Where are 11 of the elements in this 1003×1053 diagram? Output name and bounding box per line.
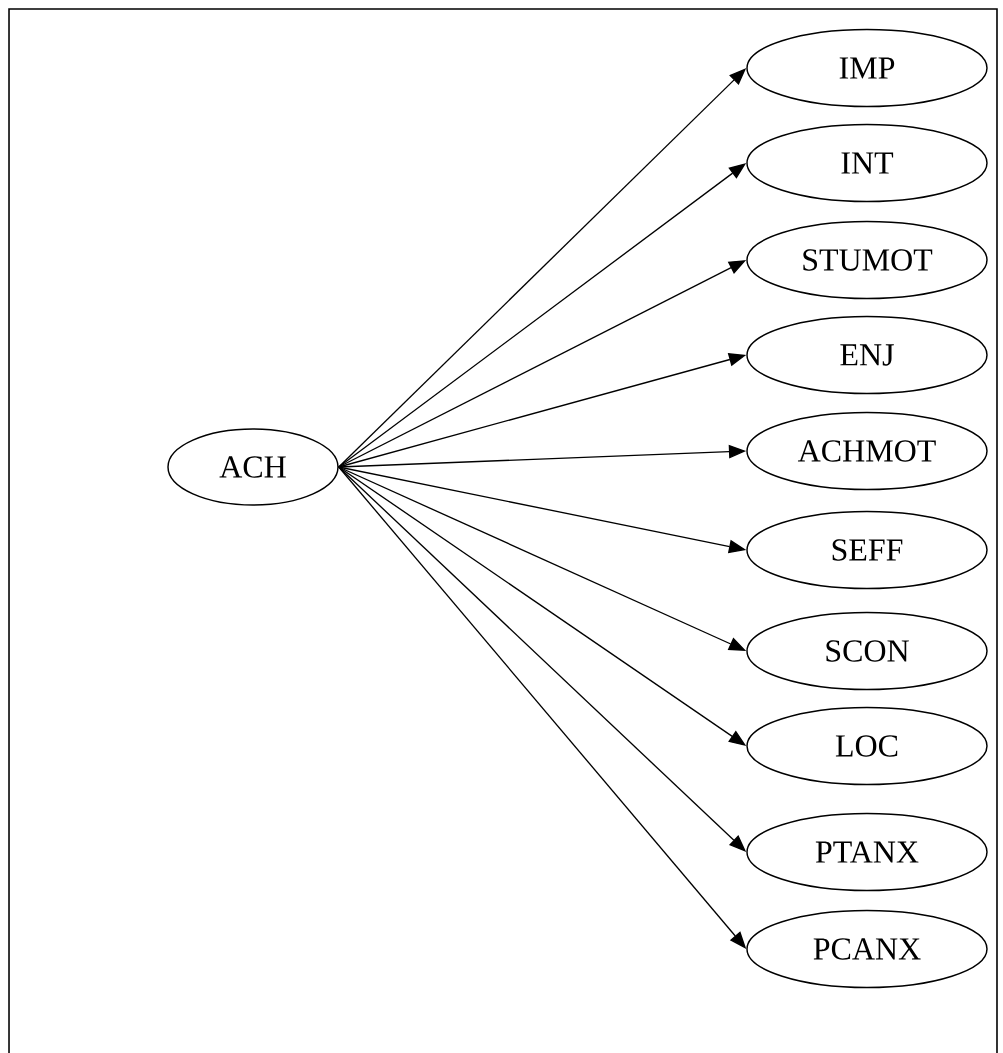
ellipse-node: SCON — [746, 611, 988, 691]
ellipse-node: IMP — [746, 28, 988, 108]
ellipse-node: STUMOT — [746, 220, 988, 300]
ellipse-node: ENJ — [746, 315, 988, 395]
ellipse-node: INT — [746, 123, 988, 203]
ellipse-node: PTANX — [746, 812, 988, 892]
ellipse-node: PCANX — [746, 909, 988, 989]
ellipse-node: LOC — [746, 706, 988, 786]
ellipse-node: SEFF — [746, 510, 988, 590]
ellipse-node: ACHMOT — [746, 411, 988, 491]
ellipse-node: ACH — [167, 428, 339, 506]
